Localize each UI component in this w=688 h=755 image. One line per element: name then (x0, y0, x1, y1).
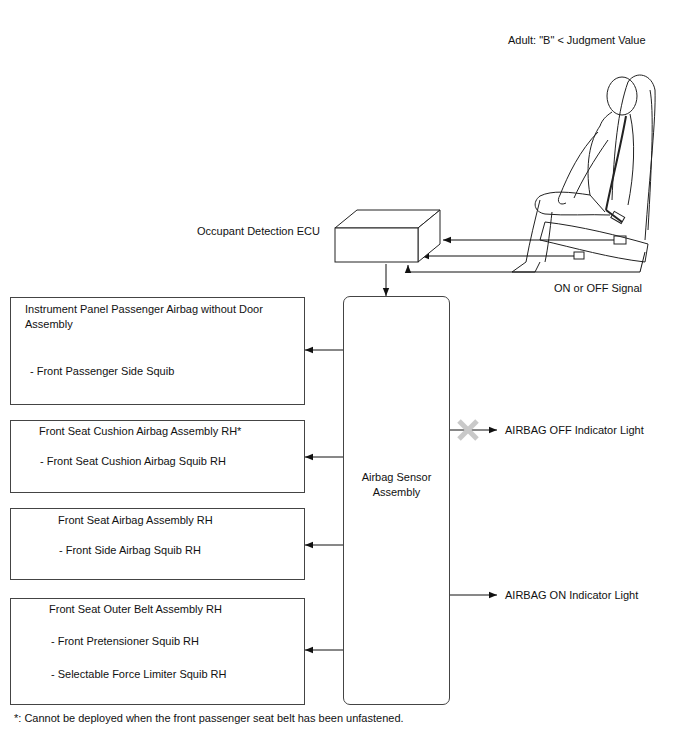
signal-label: ON or OFF Signal (554, 281, 642, 295)
component-box: Instrument Panel Passenger Airbag withou… (10, 297, 305, 405)
squib-item: - Front Passenger Side Squib (30, 364, 300, 379)
signal-arrow (386, 264, 387, 296)
occupant-figure (512, 75, 655, 272)
component-box: Front Seat Cushion Airbag Assembly RH* - … (10, 420, 305, 493)
node-title: Front Seat Airbag Assembly RH (58, 513, 298, 528)
signal-arrow (305, 650, 343, 651)
node-title: Front Seat Cushion Airbag Assembly RH* (39, 424, 301, 439)
indicator-label: AIRBAG OFF Indicator Light (505, 423, 644, 437)
squib-item: - Selectable Force Limiter Squib RH (51, 667, 299, 682)
squib-item: - Front Seat Cushion Airbag Squib RH (40, 454, 302, 469)
ecu-box (335, 210, 440, 262)
note-text: Adult: "B" < Judgment Value (508, 33, 646, 47)
component-box: Front Seat Airbag Assembly RH - Front Sid… (10, 508, 305, 580)
node-title: Instrument Panel Passenger Airbag withou… (25, 302, 295, 332)
cross-mark (459, 421, 477, 439)
component-box: Front Seat Outer Belt Assembly RH - Front… (10, 598, 305, 705)
ecu-node: Occupant Detection ECU (195, 208, 443, 264)
signal-arrow (305, 457, 343, 458)
footnote: *: Cannot be deployed when the front pas… (14, 711, 404, 725)
sensor-assembly-box: Airbag Sensor Assembly (343, 296, 450, 705)
signal-arrow (305, 350, 343, 351)
signal-arrow (305, 545, 343, 546)
indicator-label: AIRBAG ON Indicator Light (505, 588, 638, 602)
node-title: Occupant Detection ECU (197, 224, 333, 239)
node-title: Front Seat Outer Belt Assembly RH (49, 602, 299, 617)
squib-item: - Front Side Airbag Squib RH (59, 543, 299, 558)
squib-item: - Front Pretensioner Squib RH (51, 634, 299, 649)
indicator-arrow (450, 430, 497, 595)
signal-wire (408, 240, 645, 272)
node-title: Airbag Sensor Assembly (348, 470, 445, 500)
